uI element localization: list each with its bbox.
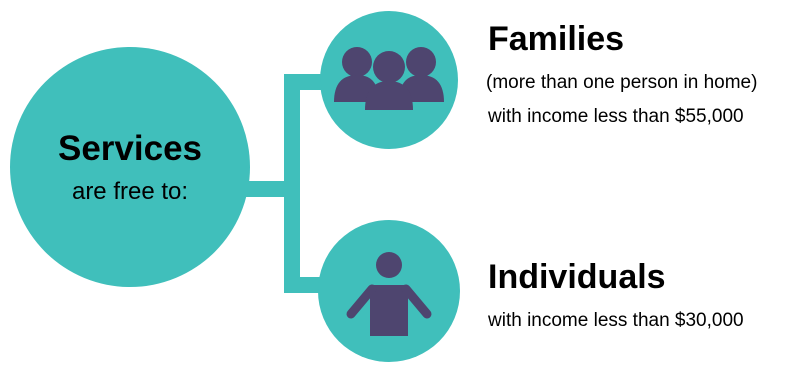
connector-stem (240, 181, 294, 197)
families-income: with income less than $55,000 (488, 106, 744, 127)
person-icon (346, 252, 432, 336)
individuals-heading: Individuals (488, 258, 666, 296)
connector (240, 74, 330, 293)
families-detail: (more than one person in home) (486, 72, 758, 93)
individuals-income: with income less than $30,000 (488, 310, 744, 331)
services-title: Services (57, 129, 203, 168)
services-subtitle: are free to: (71, 178, 189, 205)
connector-branch-top (284, 74, 330, 90)
group-of-people-icon (334, 47, 444, 110)
services-circle (10, 47, 250, 287)
connector-vertical (284, 74, 300, 293)
families-heading: Families (488, 20, 625, 58)
